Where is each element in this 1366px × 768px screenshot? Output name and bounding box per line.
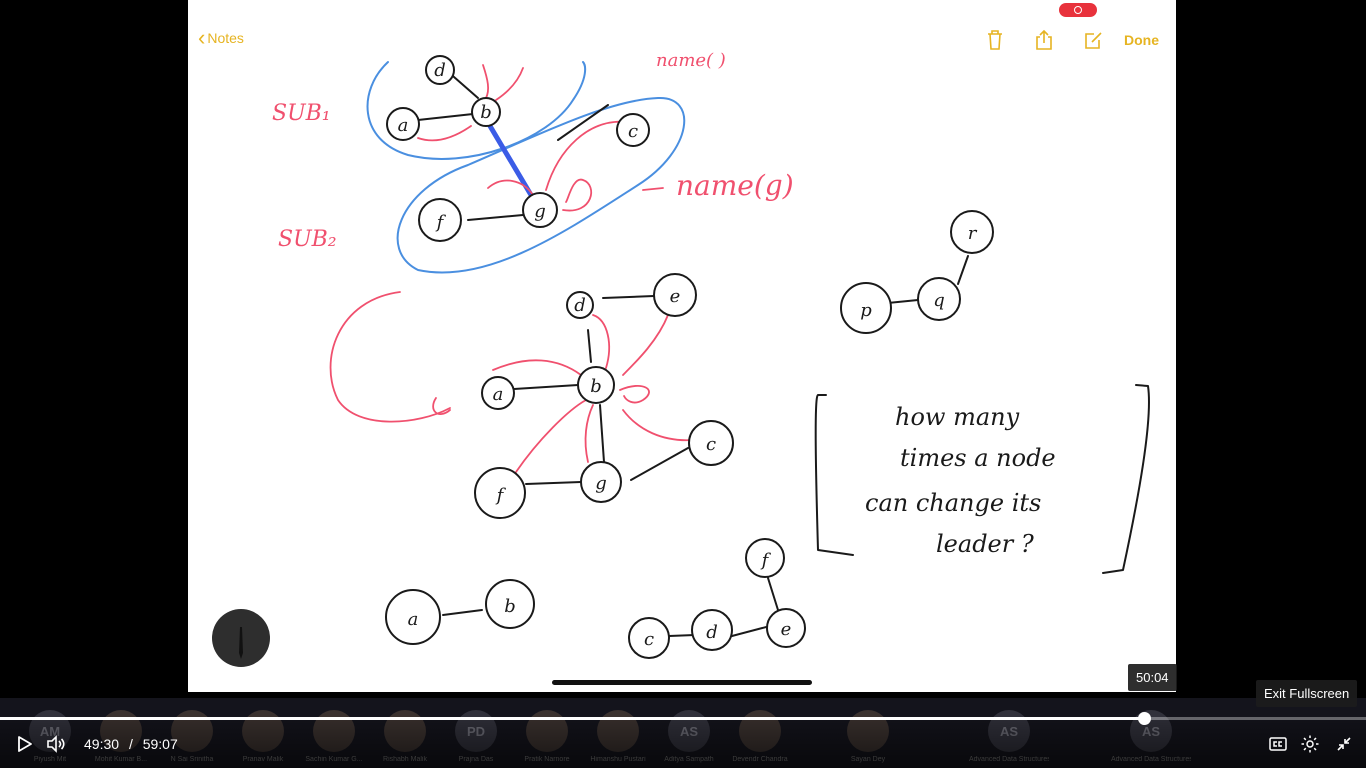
home-indicator xyxy=(552,680,812,685)
node-c-bot xyxy=(628,617,670,659)
node-letter: p xyxy=(860,300,872,321)
player-controls xyxy=(0,720,1366,768)
share-icon[interactable] xyxy=(1033,28,1055,52)
node-d-top xyxy=(425,55,455,85)
node-a-top xyxy=(386,107,420,141)
node-p xyxy=(840,282,892,334)
label-sub1: SUB₁ xyxy=(272,101,331,126)
duration: 59:07 xyxy=(142,736,178,752)
node-a-mid xyxy=(481,376,515,410)
exit-fullscreen-icon[interactable] xyxy=(1334,734,1354,754)
node-b-top xyxy=(471,97,501,127)
node-e-mid xyxy=(653,273,697,317)
node-b-mid xyxy=(577,366,615,404)
done-button[interactable]: Done xyxy=(1124,32,1159,48)
node-r xyxy=(950,210,994,254)
pen-tool-button[interactable] xyxy=(212,609,270,667)
node-letter: a xyxy=(408,609,419,630)
node-letter: d xyxy=(574,295,586,316)
notes-toolbar: ‹ Notes Done xyxy=(188,0,1176,60)
screen-recording-indicator[interactable] xyxy=(1059,3,1097,17)
label-sub2: SUB₂ xyxy=(278,227,337,252)
node-e-bot xyxy=(766,608,806,648)
node-letter: a xyxy=(493,384,504,405)
label-name-g: name(g) xyxy=(676,169,794,202)
settings-icon[interactable] xyxy=(1300,734,1320,754)
captions-icon[interactable] xyxy=(1268,734,1288,754)
node-d-mid xyxy=(566,291,594,319)
current-time: 49:30 xyxy=(84,736,120,752)
node-letter: b xyxy=(480,102,492,123)
node-letter: g xyxy=(534,201,546,222)
seek-time-tooltip: 50:04 xyxy=(1128,664,1177,691)
question-line-3: can change its xyxy=(865,489,1041,517)
node-letter: c xyxy=(644,629,654,650)
label-name-top: name( ) xyxy=(656,50,726,71)
node-f-top xyxy=(418,198,462,242)
node-c-top xyxy=(616,113,650,147)
progress-bar[interactable] xyxy=(0,712,1366,725)
notes-app-screen: SUB₁ SUB₂ name(g) name( ) how many times… xyxy=(188,0,1176,692)
drawing-text-layer: SUB₁ SUB₂ name(g) name( ) how many times… xyxy=(272,50,1056,650)
node-q xyxy=(917,277,961,321)
node-b-bot xyxy=(485,579,535,629)
node-c-mid xyxy=(688,420,734,466)
time-separator: / xyxy=(128,736,133,752)
node-letter: e xyxy=(670,286,681,307)
sub2-enclosure xyxy=(396,96,686,274)
node-letter: c xyxy=(706,434,716,455)
trash-icon[interactable] xyxy=(984,28,1006,52)
node-letter: f xyxy=(435,212,447,233)
node-letter: d xyxy=(706,622,718,643)
play-icon[interactable] xyxy=(14,734,34,754)
question-line-4: leader ? xyxy=(936,530,1034,558)
time-display: 49:30 / 59:07 xyxy=(84,736,178,752)
union-link xyxy=(487,123,534,198)
node-letter: c xyxy=(628,121,638,142)
node-letter: g xyxy=(595,473,607,494)
notes-back-label: Notes xyxy=(207,30,244,46)
node-letter: q xyxy=(933,290,945,311)
node-letter: r xyxy=(968,223,978,244)
node-letter: e xyxy=(781,619,792,640)
compose-icon[interactable] xyxy=(1082,28,1104,52)
node-d-bot xyxy=(691,609,733,651)
exit-fullscreen-tooltip: Exit Fullscreen xyxy=(1256,680,1358,707)
chevron-left-icon: ‹ xyxy=(198,25,206,50)
node-letter: b xyxy=(504,596,516,617)
drawing-canvas xyxy=(329,55,1150,659)
pen-icon xyxy=(239,627,243,659)
node-a-bot xyxy=(385,589,441,645)
volume-icon[interactable] xyxy=(46,734,66,754)
record-icon xyxy=(1074,6,1082,14)
progress-played xyxy=(0,717,1144,720)
node-letter: b xyxy=(590,376,602,397)
question-line-2: times a node xyxy=(900,444,1056,472)
node-f-bot xyxy=(745,538,785,578)
question-line-1: how many xyxy=(895,403,1020,431)
sub1-enclosure xyxy=(366,61,587,160)
node-g-top xyxy=(522,192,558,228)
node-letter: f xyxy=(495,485,507,506)
node-letter: a xyxy=(398,115,409,136)
progress-knob[interactable] xyxy=(1137,712,1151,725)
node-letter: d xyxy=(434,60,446,81)
node-letter: f xyxy=(760,550,772,571)
node-g-mid xyxy=(580,461,622,503)
notes-back-button[interactable]: ‹ Notes xyxy=(198,25,244,50)
node-f-mid xyxy=(474,467,526,519)
